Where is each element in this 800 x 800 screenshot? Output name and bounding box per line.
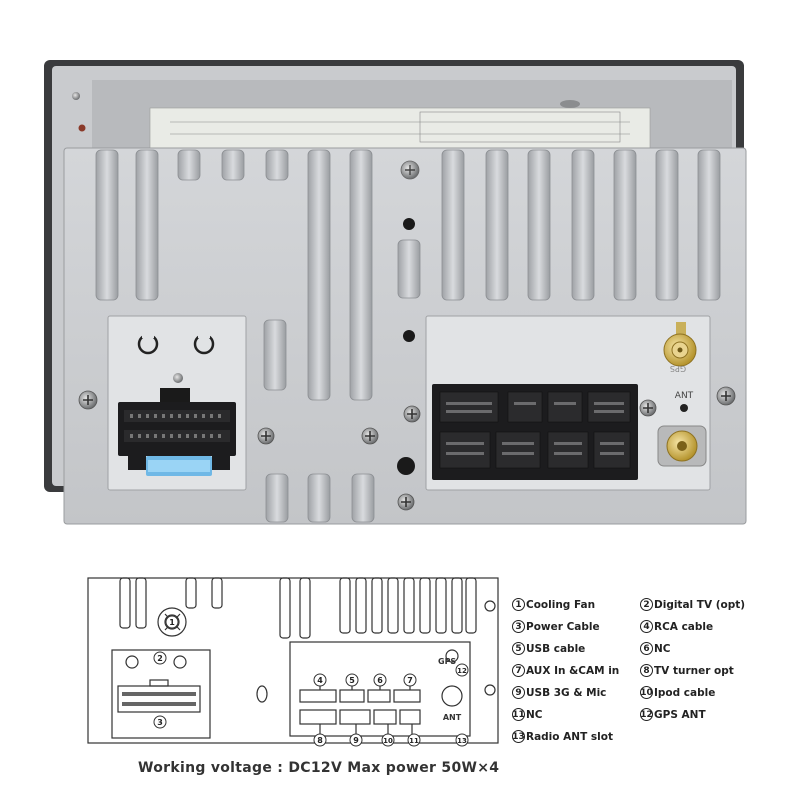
diagram-outline (87, 577, 499, 744)
mount-holes (397, 218, 415, 475)
legend-num: 12 (640, 708, 653, 721)
legend-label: GPS ANT (654, 708, 706, 721)
av-connector-block (432, 384, 638, 480)
diagram-callout-7: 7 (407, 676, 413, 685)
legend-num: 10 (640, 686, 653, 699)
legend-label: Radio ANT slot (526, 730, 613, 743)
diagram-callout-10: 10 (383, 737, 393, 745)
diagram-callout-11: 11 (409, 737, 419, 745)
diagram-callout-1: 1 (169, 618, 175, 627)
legend-label: USB cable (526, 642, 586, 655)
diagram-callout-12: 12 (457, 667, 467, 675)
legend-label: AUX In &CAM in (526, 664, 620, 677)
legend-num: 7 (512, 664, 525, 677)
legend-num: 11 (512, 708, 525, 721)
radio-ant-slot (657, 425, 707, 467)
legend-num: 8 (640, 664, 653, 677)
iso-power-connector (118, 388, 236, 476)
head-unit-rear-photo: GPS ANT (44, 60, 747, 525)
legend-num: 13 (512, 730, 525, 743)
legend-num: 3 (512, 620, 525, 633)
panel-screws (78, 386, 736, 511)
legend-num: 2 (640, 598, 653, 611)
legend-label: Ipod cable (654, 686, 716, 699)
legend-num: 5 (512, 642, 525, 655)
diagram-callout-9: 9 (353, 736, 359, 745)
legend-label: NC (526, 708, 543, 721)
legend-label: TV turner opt (654, 664, 734, 677)
diagram-callout-8: 8 (317, 736, 323, 745)
legend-num: 6 (640, 642, 653, 655)
photo-gps-label: GPS (670, 364, 686, 373)
diagram-ant-label: ANT (443, 713, 462, 722)
diagram-callout-3: 3 (157, 718, 163, 727)
legend-label: Cooling Fan (526, 598, 596, 611)
rear-panel-line-diagram: 1 2 3 4 5 6 7 8 9 10 11 12 13 GPS ANT (87, 577, 499, 747)
diagram-callout-13: 13 (457, 737, 467, 745)
legend-label: USB 3G & Mic (526, 686, 607, 699)
photo-ant-label: ANT (675, 391, 694, 401)
diagram-callouts: 1 2 3 4 5 6 7 8 9 10 11 12 13 (153, 615, 469, 747)
power-spec-footer: Working voltage : DC12V Max power 50W×4 (138, 760, 500, 776)
diagram-callout-5: 5 (349, 676, 355, 685)
spec-label-sticker (149, 107, 651, 149)
gps-sma-connector (663, 322, 697, 367)
legend-label: RCA cable (654, 620, 714, 633)
legend-num: 9 (512, 686, 525, 699)
legend-label: NC (654, 642, 671, 655)
diagram-callout-2: 2 (157, 654, 163, 663)
diagram-gps-label: GPS (438, 657, 456, 666)
heatsink-fins (95, 149, 721, 523)
legend-num: 1 (512, 598, 525, 611)
legend-num: 4 (640, 620, 653, 633)
legend-label: Digital TV (opt) (654, 598, 746, 611)
diagram-callout-4: 4 (317, 676, 323, 685)
legend-label: Power Cable (526, 620, 600, 633)
diagram-callout-6: 6 (377, 676, 383, 685)
